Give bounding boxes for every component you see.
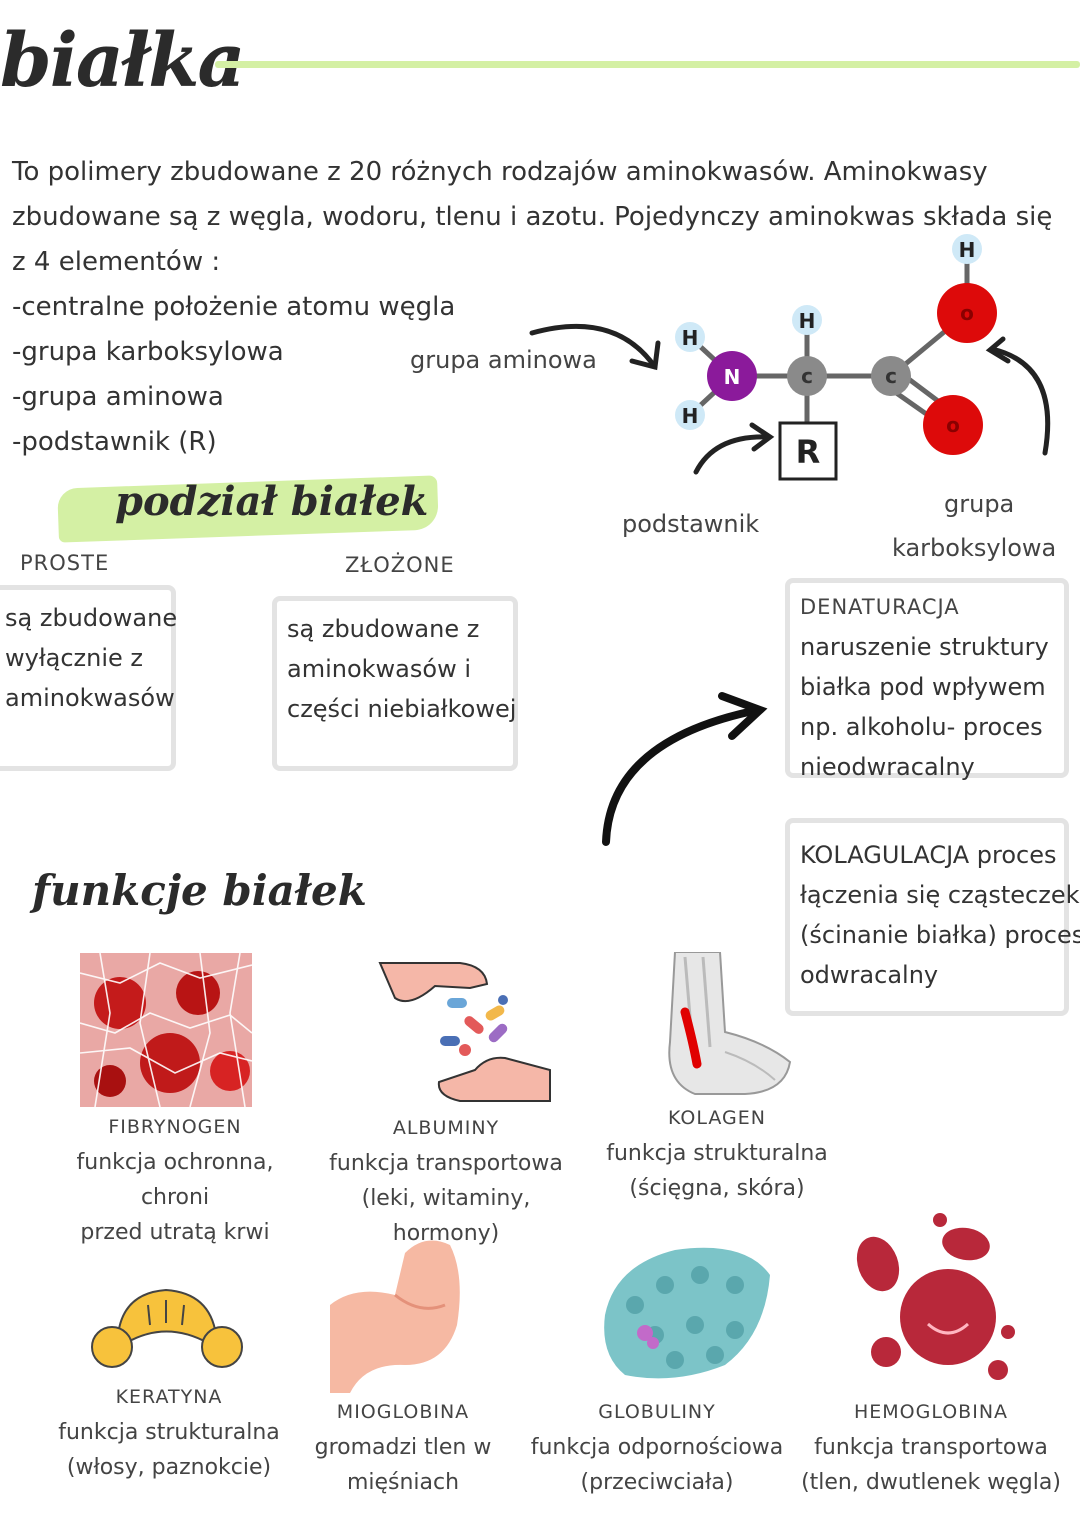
denaturation-box: DENATURACJA naruszenie struktury białka … xyxy=(785,578,1069,781)
carbon-atom-alpha: c xyxy=(787,356,827,396)
svg-text:c: c xyxy=(801,364,813,388)
function-desc: funkcja strukturalna xyxy=(58,1420,280,1445)
simple-proteins-title: PROSTE xyxy=(20,551,110,575)
protein-name: HEMOGLOBINA xyxy=(853,1401,1009,1423)
protein-name: ALBUMINY xyxy=(392,1117,500,1139)
division-heading: podział białek xyxy=(115,478,429,525)
function-desc: funkcja ochronna, chroni xyxy=(76,1150,274,1210)
label-carboxyl-group-1: grupa xyxy=(944,490,1015,518)
protein-name: KERATYNA xyxy=(115,1386,223,1408)
function-desc: (leki, witaminy, hormony) xyxy=(361,1186,531,1246)
box-line: są zbudowane z xyxy=(287,615,480,643)
amino-acid-diagram: H H H H N c c o o R xyxy=(529,234,1051,481)
curved-arrow xyxy=(602,692,768,846)
svg-text:H: H xyxy=(959,238,976,262)
hemoglobin-cells-image xyxy=(856,1213,1015,1380)
label-amino-group: grupa aminowa xyxy=(410,346,597,374)
function-desc: funkcja transportowa xyxy=(329,1151,563,1176)
svg-text:N: N xyxy=(724,365,741,389)
function-myoglobin: MIOGLOBINA gromadzi tlen w mięśniach xyxy=(300,1395,506,1500)
simple-proteins-box: są zbudowane wyłącznie z aminokwasów xyxy=(0,585,178,771)
substituent-box: R xyxy=(778,421,838,481)
protein-name: FIBRYNOGEN xyxy=(108,1116,242,1138)
hydrogen-atom-1: H xyxy=(675,322,705,352)
myoglobin-arm-image xyxy=(330,1240,460,1393)
nitrogen-atom: N xyxy=(707,351,757,401)
title-underline xyxy=(215,61,1080,68)
svg-text:H: H xyxy=(682,404,699,428)
oxygen-atom-1: o xyxy=(937,283,997,343)
box-line: KOLAGULACJA proces xyxy=(800,841,1057,869)
function-desc: (włosy, paznokcie) xyxy=(66,1455,272,1480)
function-albumin: ALBUMINY funkcja transportowa (leki, wit… xyxy=(312,1111,580,1251)
coagulation-box: KOLAGULACJA proces łączenia się cząstecz… xyxy=(785,818,1080,1016)
hydrogen-atom-3: H xyxy=(792,305,822,335)
box-line: (ścinanie białka) proces xyxy=(800,921,1080,949)
intro-paragraph: To polimery zbudowane z 20 różnych rodza… xyxy=(12,157,1053,277)
box-line: wyłącznie z xyxy=(5,644,144,672)
function-desc: funkcja odpornościowa xyxy=(530,1435,784,1460)
box-line: łączenia się cząsteczek xyxy=(800,881,1080,909)
complex-proteins-title: ZŁOŻONE xyxy=(345,553,455,577)
list-item: -grupa karboksylowa xyxy=(12,337,284,367)
function-desc: (tlen, dwutlenek węgla) xyxy=(801,1470,1061,1495)
complex-proteins-box: są zbudowane z aminokwasów i części nieb… xyxy=(272,596,518,771)
box-line: np. alkoholu- proces xyxy=(800,713,1043,741)
function-desc: (przeciwciała) xyxy=(580,1470,734,1495)
hydrogen-atom-4: H xyxy=(952,234,982,264)
function-desc: funkcja transportowa xyxy=(814,1435,1048,1460)
arrow-substituent xyxy=(693,434,771,475)
protein-name: GLOBULINY xyxy=(598,1401,716,1423)
function-desc: mięśniach xyxy=(346,1470,460,1495)
box-line: naruszenie struktury xyxy=(800,633,1049,661)
label-carboxyl-group-2: karboksylowa xyxy=(892,534,1057,562)
svg-text:c: c xyxy=(885,364,897,388)
function-hemoglobin: HEMOGLOBINA funkcja transportowa (tlen, … xyxy=(800,1395,1062,1500)
function-desc: funkcja strukturalna xyxy=(606,1141,828,1166)
label-substituent: podstawnik xyxy=(622,510,760,538)
albumin-pills-image xyxy=(378,962,551,1102)
function-fibrinogen: FIBRYNOGEN funkcja ochronna, chroni prze… xyxy=(40,1110,310,1250)
box-line: aminokwasów i xyxy=(287,655,471,683)
box-line: nieodwracalny xyxy=(800,753,975,781)
function-globulin: GLOBULINY funkcja odpornościowa (przeciw… xyxy=(530,1395,784,1500)
oxygen-atom-2: o xyxy=(923,395,983,455)
denaturation-title: DENATURACJA xyxy=(800,595,960,619)
elements-list: -centralne położenie atomu węgla -grupa … xyxy=(12,285,455,465)
arrow-amino xyxy=(529,323,658,370)
fibrinogen-image xyxy=(80,953,252,1107)
function-desc: przed utratą krwi xyxy=(80,1220,270,1245)
function-desc: gromadzi tlen w xyxy=(314,1435,492,1460)
functions-heading: funkcje białek xyxy=(32,866,367,915)
svg-text:H: H xyxy=(682,326,699,350)
box-line: białka pod wpływem xyxy=(800,673,1046,701)
box-line: są zbudowane xyxy=(5,604,178,632)
function-desc: (ścięgna, skóra) xyxy=(629,1176,805,1201)
svg-text:R: R xyxy=(796,433,821,471)
svg-text:o: o xyxy=(946,413,960,437)
box-line: aminokwasów xyxy=(5,684,175,712)
list-item: -centralne położenie atomu węgla xyxy=(12,292,456,322)
collagen-tendon-image xyxy=(668,952,792,1095)
function-collagen: KOLAGEN funkcja strukturalna (ścięgna, s… xyxy=(596,1101,838,1206)
svg-text:H: H xyxy=(799,309,816,333)
globulin-protein-image xyxy=(604,1247,770,1379)
page-title: białka xyxy=(0,18,245,104)
list-item: -grupa aminowa xyxy=(12,382,224,412)
svg-text:o: o xyxy=(960,301,974,325)
protein-name: MIOGLOBINA xyxy=(336,1401,470,1423)
box-line: części niebiałkowej xyxy=(287,695,517,723)
box-line: odwracalny xyxy=(800,961,939,989)
keratin-hair-image xyxy=(91,1288,243,1368)
list-item: -podstawnik (R) xyxy=(12,427,217,457)
carbon-atom-carboxyl: c xyxy=(871,356,911,396)
protein-name: KOLAGEN xyxy=(667,1107,766,1129)
function-keratin: KERATYNA funkcja strukturalna (włosy, pa… xyxy=(40,1380,298,1485)
arrow-carboxyl xyxy=(989,346,1051,456)
hydrogen-atom-2: H xyxy=(675,400,705,430)
